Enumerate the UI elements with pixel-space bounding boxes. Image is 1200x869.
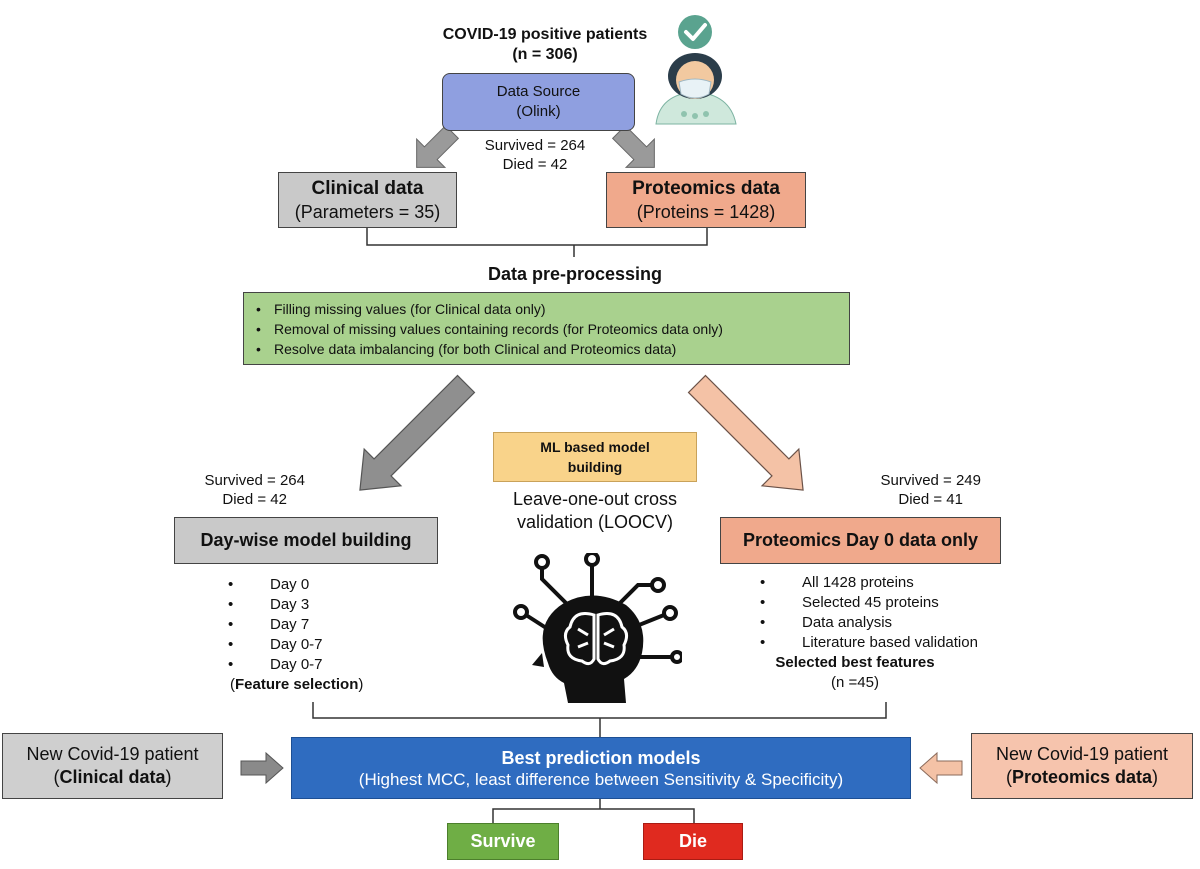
daywise-list: Day 0 Day 3 Day 7 Day 0-7 Day 0-7 (228, 575, 408, 675)
new-patient-proteomics-box: New Covid-19 patient (Proteomics data) (971, 733, 1193, 799)
proteomics-day0-item: Selected 45 proteins (760, 593, 1020, 613)
arrow-to-proteomics (611, 124, 655, 168)
preprocessing-item: Resolve data imbalancing (for both Clini… (252, 339, 841, 359)
daywise-item: Day 7 (228, 615, 408, 635)
proteomics-day0-item: All 1428 proteins (760, 573, 1020, 593)
proteomics-day0-list: All 1428 proteins Selected 45 proteins D… (760, 573, 1020, 653)
ml-label-line2: building (567, 459, 623, 475)
outcome-survive: Survive (447, 823, 559, 860)
best-models-title: Best prediction models (501, 748, 701, 768)
masked-patient-icon (650, 14, 740, 126)
data-source-provider: (Olink) (516, 103, 561, 120)
arrow-from-new-clinical (240, 751, 284, 785)
ai-brain-head-icon (512, 551, 684, 708)
feature-selection-note: (Feature selection) (230, 676, 364, 693)
loocv-label: Leave-one-out cross validation (LOOCV) (470, 488, 720, 534)
merge-bracket-bottom (312, 702, 887, 737)
daywise-item: Day 0-7 (228, 635, 408, 655)
merge-bracket-top (366, 227, 708, 257)
best-models-criteria: (Highest MCC, least difference between S… (358, 770, 844, 789)
ml-model-building-box: ML based model building (493, 432, 697, 482)
new-patient-clinical-type: (Clinical data) (53, 767, 172, 787)
arrow-to-clinical (416, 124, 460, 168)
top-survived: Survived = 264 (484, 137, 586, 154)
clinical-data-params: (Parameters = 35) (294, 202, 441, 222)
clinical-data-box: Clinical data (Parameters = 35) (278, 172, 457, 228)
outcome-die: Die (643, 823, 743, 860)
feature-selection-label: Feature selection (235, 676, 359, 693)
proteomics-day0-item: Literature based validation (760, 633, 1020, 653)
top-counts: Survived = 264 Died = 42 (470, 136, 600, 174)
preprocessing-item: Removal of missing values containing rec… (252, 319, 841, 339)
new-patient-proteomics-type: (Proteomics data) (1005, 767, 1159, 787)
clinical-data-title: Clinical data (311, 178, 424, 199)
daywise-item: Day 0-7 (228, 655, 408, 675)
outcome-bracket (492, 798, 695, 826)
proteomics-data-proteins: (Proteins = 1428) (636, 202, 776, 222)
daywise-item: Day 0 (228, 575, 408, 595)
best-prediction-models-box: Best prediction models (Highest MCC, lea… (291, 737, 911, 799)
best-features-count: (n =45) (831, 674, 879, 691)
arrow-to-proteomics-day0 (687, 374, 804, 491)
new-patient-proteomics-title: New Covid-19 patient (995, 744, 1169, 764)
check-badge-icon (678, 15, 712, 49)
left-counts: Survived = 264 Died = 42 (180, 471, 305, 509)
data-source-label: Data Source (496, 83, 581, 100)
arrow-from-new-proteomics (919, 751, 963, 785)
proteomics-day0-item: Data analysis (760, 613, 1020, 633)
right-died: Died = 41 (898, 491, 963, 508)
top-died: Died = 42 (502, 156, 568, 173)
new-patient-clinical-title: New Covid-19 patient (26, 744, 199, 764)
new-patient-clinical-box: New Covid-19 patient (Clinical data) (2, 733, 223, 799)
right-counts: Survived = 249 Died = 41 (856, 471, 981, 509)
patients-count: (n = 306) (512, 46, 578, 63)
data-source-box: Data Source (Olink) (442, 73, 635, 131)
loocv-line2: validation (LOOCV) (516, 512, 674, 532)
daywise-box: Day-wise model building (174, 517, 438, 564)
best-features-label: Selected best features (775, 654, 935, 671)
arrow-to-daywise (359, 374, 476, 491)
preprocessing-title: Data pre-processing (487, 264, 663, 284)
preprocessing-item: Filling missing values (for Clinical dat… (252, 299, 841, 319)
daywise-list-block: Day 0 Day 3 Day 7 Day 0-7 Day 0-7 (Featu… (228, 575, 408, 695)
proteomics-data-title: Proteomics data (632, 178, 780, 199)
left-survived: Survived = 264 (204, 472, 305, 489)
left-died: Died = 42 (222, 491, 287, 508)
right-survived: Survived = 249 (880, 472, 981, 489)
best-features-block: Selected best features (n =45) (740, 653, 970, 693)
daywise-item: Day 3 (228, 595, 408, 615)
proteomics-data-box: Proteomics data (Proteins = 1428) (606, 172, 806, 228)
ml-label-line1: ML based model (540, 439, 650, 455)
proteomics-day0-list-block: All 1428 proteins Selected 45 proteins D… (760, 573, 1020, 653)
preprocessing-box: Filling missing values (for Clinical dat… (243, 292, 850, 365)
patients-title: COVID-19 positive patients (442, 26, 648, 43)
proteomics-day0-box: Proteomics Day 0 data only (720, 517, 1001, 564)
patients-header: COVID-19 positive patients (n = 306) (400, 25, 690, 65)
loocv-line1: Leave-one-out cross (512, 489, 678, 509)
preprocessing-list: Filling missing values (for Clinical dat… (252, 299, 841, 359)
